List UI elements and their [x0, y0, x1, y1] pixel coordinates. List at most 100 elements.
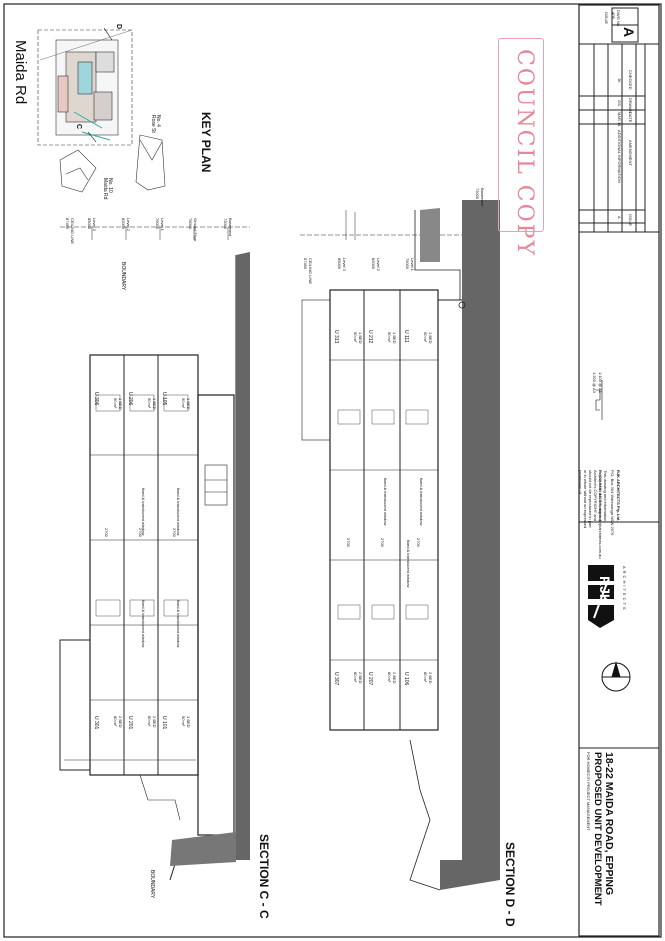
project-title-line2: PROPOSED UNIT DEVELOPMENT	[592, 752, 603, 906]
dd-unit-106: U 106	[403, 672, 409, 686]
cc-note-4: fixed & translucent window	[176, 600, 181, 648]
key-plan-no10-road: Maida Rd	[102, 178, 108, 200]
firm-sub: ARCHITECTS	[622, 566, 627, 612]
cc-note-3: fixed & translucent window	[141, 600, 146, 648]
dd-dim-3: 2700	[416, 538, 421, 547]
section-cc-boundary-top: BOUNDARY	[120, 262, 126, 291]
cc-unit-101: U 101	[161, 716, 167, 730]
dd-unit-212: U 212	[367, 330, 373, 344]
dd-level-basement-rl: 73000	[475, 188, 480, 200]
firm-name: RJK ARCHITECTS Pty. Ltd.	[616, 470, 621, 522]
cc-unit-201-bed: 2 BED	[152, 716, 157, 728]
cc-unit-306-bed: 1 BED	[118, 398, 123, 410]
issue-label: ISSUE	[604, 12, 609, 25]
key-plan-street: Rose St	[150, 115, 156, 133]
issue-value: A	[621, 27, 637, 38]
rev-row-checked: JK	[617, 78, 622, 83]
key-plan-marker-d: D	[115, 24, 122, 30]
cc-unit-201: U 201	[127, 716, 133, 730]
council-copy-stamp: COUNCIL COPY	[498, 38, 544, 257]
dd-level-1-rl: 79000	[405, 258, 410, 270]
dwg-no-label: DWG No.	[616, 10, 621, 28]
cc-unit-306: U 306	[93, 392, 99, 406]
dwg-no-value: 408	[611, 12, 616, 19]
section-cc-title: SECTION C - C	[257, 834, 271, 919]
rev-row-date: MAR 14	[617, 112, 622, 127]
key-plan-marker-c: C	[75, 124, 82, 130]
dd-level-2: Level 2	[376, 258, 381, 271]
rev-row-amendment: ADDITIONAL INFORMATION	[617, 130, 622, 183]
cc-unit-105: U 105	[161, 392, 167, 406]
dd-level-basement: Basement	[480, 188, 485, 207]
dd-dim-2: 2700	[380, 538, 385, 547]
cc-unit-206-bed: 1 BED	[152, 398, 157, 410]
dd-unit-111-area: 50 m²	[423, 332, 428, 343]
rev-header-amendment: AMENDMENT	[628, 140, 633, 166]
cc-unit-306-area: 50 m²	[113, 398, 118, 409]
cc-dim-2: 2700	[138, 528, 143, 537]
cc-level-2-rl: 82000	[121, 218, 126, 230]
rjk-logo-mark	[588, 565, 614, 628]
cc-unit-201-area: 80 m²	[147, 716, 152, 727]
cc-level-ceiling-rl: 87450	[65, 218, 70, 230]
cc-unit-105-bed: 1 BED	[186, 398, 191, 410]
scale-bar	[595, 380, 603, 420]
dd-unit-212-bed: 1 BED	[392, 332, 397, 344]
section-dd-title: SECTION D - D	[503, 842, 517, 927]
firm-logo-text: RJK	[597, 576, 613, 605]
dd-unit-207-bed: 2 BED	[392, 672, 397, 684]
project-title-line1: 18-22 MAIDA ROAD, EPPING	[603, 752, 615, 896]
copyright-note: This drawing and information contained i…	[578, 470, 608, 529]
firm-po: P.O. Box 304 Wahroonga NSW 2076	[610, 470, 615, 536]
dd-unit-307-area: 80 m²	[353, 672, 358, 683]
key-plan-road-label: Maida Rd	[12, 40, 29, 105]
section-cc-linework	[59, 226, 250, 881]
cc-unit-301: U 301	[93, 716, 99, 730]
dd-unit-207: U 207	[367, 672, 373, 686]
cc-unit-105-area: 50 m²	[181, 398, 186, 409]
cc-unit-206-area: 50 m²	[147, 398, 152, 409]
cc-level-basement: Basement	[228, 218, 233, 237]
dd-unit-307-bed: 2 BED	[358, 672, 363, 684]
cc-unit-206: U 206	[127, 392, 133, 406]
cc-level-3-rl: 85000	[87, 218, 92, 230]
section-cc-boundary-bottom: BOUNDARY	[149, 870, 155, 899]
dd-unit-212-area: 50 m²	[387, 332, 392, 343]
dd-unit-111-bed: 1 BED	[428, 332, 433, 344]
dd-unit-111: U 111	[403, 330, 409, 343]
cc-level-1-rl: 79000	[155, 218, 160, 230]
dd-level-3-rl: 85000	[337, 258, 342, 270]
key-plan-title: KEY PLAN	[199, 112, 213, 173]
client-line: FOR HOMECITI PROJECT MANAGEMENT	[586, 752, 591, 831]
cc-unit-301-bed: 2 BED	[118, 716, 123, 728]
dd-note-2: fixed & translucent window	[419, 478, 424, 526]
cc-dim-1: 2700	[104, 528, 109, 537]
key-plan	[37, 27, 166, 193]
firm-contact: P: (02) 9884 4433 E: admin@rjkarchitects…	[598, 470, 603, 559]
dd-note-3: fixed & translucent window	[406, 540, 411, 588]
cc-level-1: Level 1	[160, 218, 165, 231]
scale-2: 1:200 @ A3	[592, 372, 597, 393]
scale-1: 1:100 @ A1	[598, 372, 603, 393]
cc-unit-101-area: 50 m²	[181, 716, 186, 727]
dd-dim-1: 2700	[346, 538, 351, 547]
cc-level-basement-rl: 73000	[223, 218, 228, 230]
cc-unit-101-bed: 1 BED	[186, 716, 191, 728]
section-dd-linework	[300, 200, 500, 891]
cc-level-3: Level 3	[92, 218, 97, 231]
rev-header-date: DATE	[628, 112, 633, 123]
cc-level-ground-rl: 76000	[188, 218, 193, 230]
dd-unit-313-bed: 1 BED	[358, 332, 363, 344]
cc-level-2: Level 2	[126, 218, 131, 231]
rev-header-drawn: DRAWN	[628, 98, 633, 113]
dd-unit-307: U 307	[333, 672, 339, 686]
north-arrow-icon	[601, 661, 631, 692]
dd-unit-313-area: 50 m²	[353, 332, 358, 343]
dd-level-ceiling-rl: 87450	[303, 258, 308, 270]
dd-note-1: fixed & translucent window	[383, 478, 388, 526]
cc-level-ceiling: CEILING LINE	[70, 218, 75, 245]
dd-level-3: Level 3	[342, 258, 347, 271]
cc-dim-3: 2700	[172, 528, 177, 537]
dd-unit-313: U 313	[333, 330, 339, 344]
